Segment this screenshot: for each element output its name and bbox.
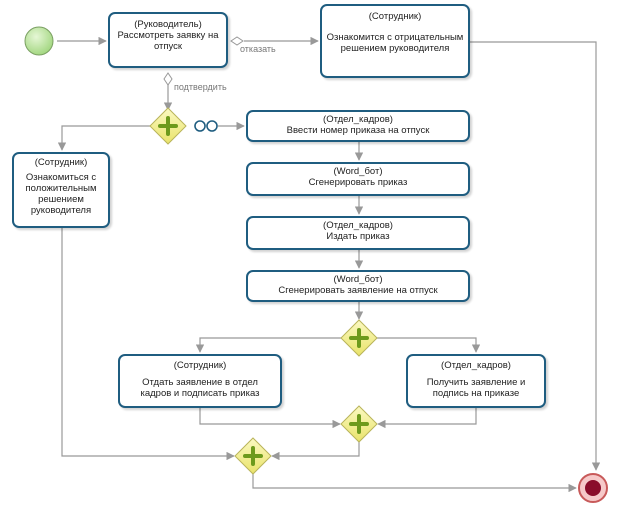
- task-role: (Руководитель): [134, 19, 202, 30]
- task-enter-order-number[interactable]: (Отдел_кадров) Ввести номер приказа на о…: [246, 110, 470, 142]
- task-role: (Word_бот): [333, 166, 383, 177]
- task-review-request[interactable]: (Руководитель) Рассмотреть заявку на отп…: [108, 12, 228, 68]
- task-submit-statement[interactable]: (Сотрудник) Отдать заявление в отдел кад…: [118, 354, 282, 408]
- flow-gw2-to-t9: [376, 337, 481, 353]
- task-issue-order[interactable]: (Отдел_кадров) Издать приказ: [246, 216, 470, 250]
- task-name: Сгенерировать заявление на отпуск: [278, 285, 438, 296]
- flow-gw3-to-gw4: [271, 442, 360, 461]
- task-generate-statement[interactable]: (Word_бот) Сгенерировать заявление на от…: [246, 270, 470, 302]
- flow-t9-to-gw3: [377, 408, 477, 429]
- task-generate-order[interactable]: (Word_бот) Сгенерировать приказ: [246, 162, 470, 196]
- flow-gw1-to-t3: [57, 125, 152, 151]
- task-role: (Сотрудник): [34, 157, 88, 168]
- flow-label-approve: подтвердить: [174, 82, 227, 92]
- flow-t3-to-gw4: [61, 228, 235, 461]
- task-name: Ознакомится с отрицательным решением рук…: [326, 32, 464, 54]
- task-negative-decision[interactable]: (Сотрудник) Ознакомится с отрицательным …: [320, 4, 470, 78]
- end-event[interactable]: [578, 473, 608, 503]
- gateway-approve-split[interactable]: [149, 107, 187, 145]
- task-role: (Отдел_кадров): [441, 360, 511, 371]
- task-role: (Сотрудник): [368, 11, 422, 22]
- flow-t8-to-gw3: [199, 408, 341, 429]
- task-receive-statement[interactable]: (Отдел_кадров) Получить заявление и подп…: [406, 354, 546, 408]
- sequence-flows: [57, 36, 601, 493]
- task-role: (Word_бот): [333, 274, 383, 285]
- association-marker: [194, 120, 218, 132]
- condition-marker-reject: [230, 36, 244, 46]
- gateway-statement-split[interactable]: [340, 319, 378, 357]
- flow-gw4-to-end: [252, 474, 577, 493]
- task-name: Издать приказ: [326, 231, 390, 242]
- task-name: Ввести номер приказа на отпуск: [286, 125, 430, 136]
- task-role: (Сотрудник): [173, 360, 227, 371]
- start-event[interactable]: [24, 26, 54, 56]
- task-name: Рассмотреть заявку на отпуск: [117, 30, 219, 52]
- task-name: Сгенерировать приказ: [308, 177, 408, 188]
- flow-label-reject: отказать: [240, 44, 276, 54]
- task-name: Ознакомиться с положительным решением ру…: [25, 172, 97, 216]
- condition-marker-approve: [163, 72, 173, 86]
- task-name: Отдать заявление в отдел кадров и подпис…: [140, 377, 260, 399]
- gateway-statement-join[interactable]: [340, 405, 378, 443]
- task-role: (Отдел_кадров): [323, 114, 393, 125]
- gateway-final-join[interactable]: [234, 437, 272, 475]
- task-role: (Отдел_кадров): [323, 220, 393, 231]
- flow-gw2-to-t8: [195, 337, 342, 353]
- task-name: Получить заявление и подпись на приказе: [426, 377, 526, 399]
- task-positive-decision[interactable]: (Сотрудник) Ознакомиться с положительным…: [12, 152, 110, 228]
- flow-t2-to-end: [470, 41, 601, 471]
